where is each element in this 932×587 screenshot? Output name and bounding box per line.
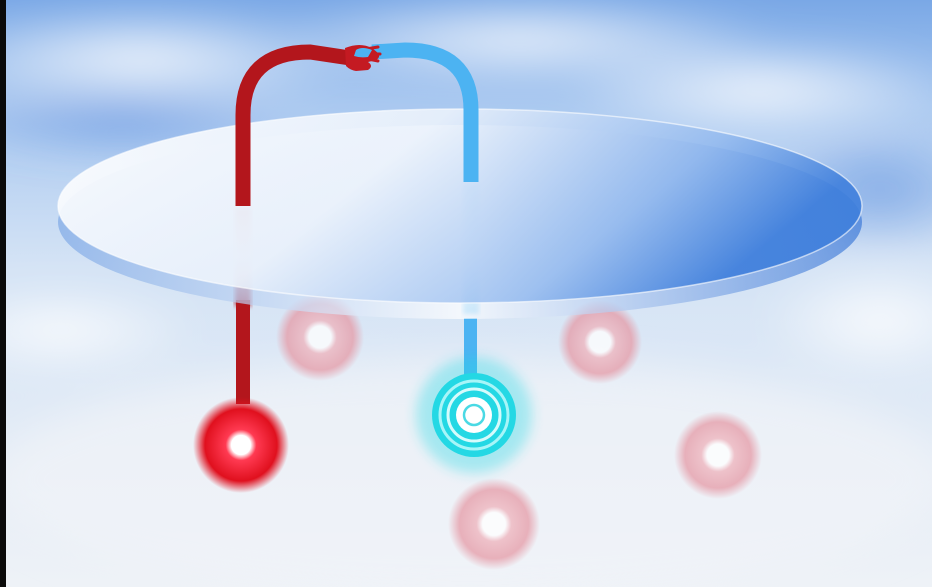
red-particle bbox=[193, 397, 289, 493]
faded-particle-3 bbox=[674, 411, 762, 499]
glass-disc bbox=[58, 109, 862, 319]
cyan-particle bbox=[416, 357, 532, 473]
frame-border bbox=[0, 0, 6, 587]
faded-particle-4 bbox=[448, 478, 540, 570]
